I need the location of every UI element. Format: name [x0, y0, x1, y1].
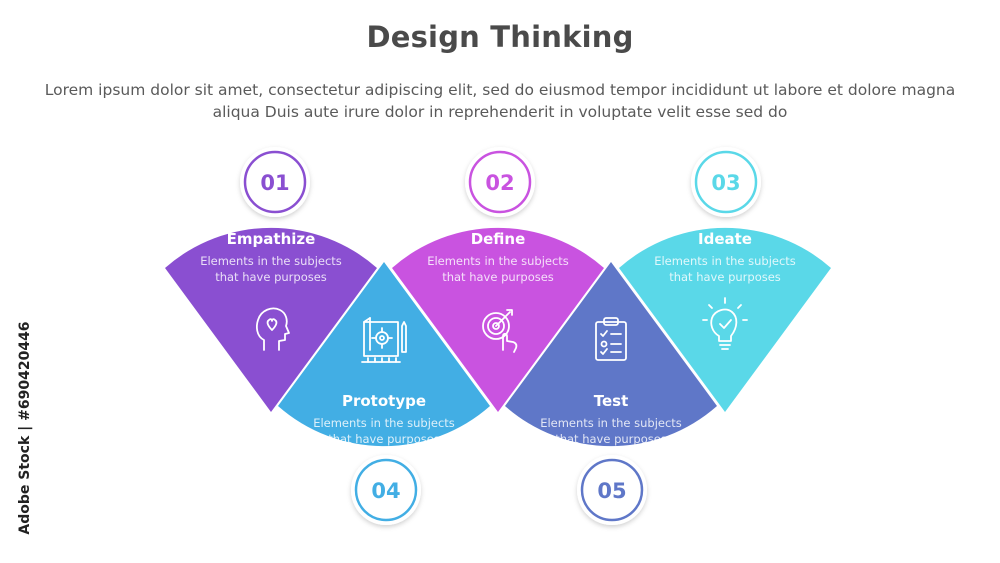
- step-02-shape: [392, 227, 604, 412]
- step-05-title: Test: [593, 392, 629, 410]
- step-03-number: 03: [711, 171, 740, 195]
- step-04-description: Elements in the subjects that have purpo…: [313, 416, 455, 446]
- target-hand-icon: [482, 309, 518, 353]
- head-heart-icon: [256, 307, 290, 351]
- step-02-title: Define: [470, 230, 526, 248]
- step-05-number: 05: [597, 479, 626, 503]
- step-03-label: Ideate Elements in the subjects that hav…: [640, 230, 810, 285]
- clipboard-checklist-icon: [595, 317, 627, 361]
- step-03-title: Ideate: [698, 230, 752, 248]
- step-02-number: 02: [485, 171, 514, 195]
- step-01-label: Empathize Elements in the subjects that …: [186, 230, 356, 285]
- step-04-number: 04: [371, 479, 400, 503]
- stock-watermark-text: Adobe Stock | #690420446: [17, 321, 33, 535]
- step-03-description: Elements in the subjects that have purpo…: [654, 254, 796, 284]
- blueprint-icon: [361, 317, 407, 363]
- step-05-badge: 05: [577, 455, 647, 525]
- step-01-title: Empathize: [226, 230, 316, 248]
- page-subtitle: Lorem ipsum dolor sit amet, consectetur …: [44, 81, 956, 121]
- step-05-description: Elements in the subjects that have purpo…: [540, 416, 682, 446]
- step-02-badge: 02: [465, 147, 535, 217]
- step-04-title: Prototype: [341, 392, 427, 410]
- step-02-description: Elements in the subjects that have purpo…: [427, 254, 569, 284]
- step-02-label: Define Elements in the subjects that hav…: [413, 230, 583, 285]
- step-03-shape: [619, 227, 831, 412]
- step-01-number: 01: [260, 171, 289, 195]
- step-03-badge: 03: [691, 147, 761, 217]
- page-title: Design Thinking: [366, 20, 634, 54]
- lightbulb-icon: [702, 297, 748, 350]
- step-01-badge: 01: [240, 147, 310, 217]
- step-05-label: Test Elements in the subjects that have …: [526, 392, 696, 447]
- step-05-shape: [505, 262, 717, 447]
- step-04-label: Prototype Elements in the subjects that …: [299, 392, 469, 447]
- stock-watermark: Adobe Stock | #690420446: [10, 310, 34, 550]
- step-04-badge: 04: [351, 455, 421, 525]
- step-01-description: Elements in the subjects that have purpo…: [200, 254, 342, 284]
- step-04-shape: [278, 262, 490, 447]
